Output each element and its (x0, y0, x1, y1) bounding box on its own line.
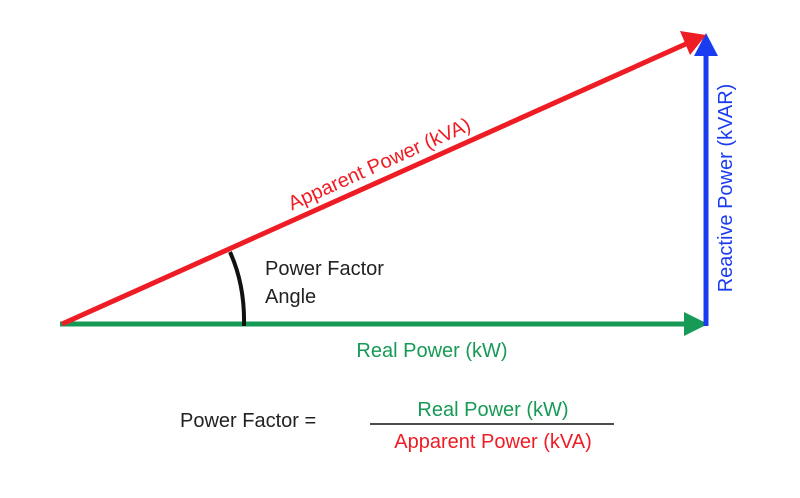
power-factor-angle-arc (228, 251, 247, 327)
apparent-power-arrowhead (680, 31, 706, 55)
reactive-power-label: Reactive Power (kVAR) (715, 84, 737, 293)
power-factor-angle-label-line2: Angle (265, 286, 316, 308)
reactive-power-arrowhead (694, 33, 718, 56)
apparent-power-vector (60, 40, 690, 327)
real-power-arrowhead (684, 312, 708, 336)
power-factor-angle-label-line1: Power Factor (265, 258, 384, 280)
apparent-power-label: Apparent Power (kVA) (285, 114, 474, 215)
formula-denominator: Apparent Power (kVA) (394, 431, 592, 453)
real-power-label: Real Power (kW) (356, 340, 507, 362)
formula-lhs: Power Factor = (180, 410, 316, 432)
formula-numerator: Real Power (kW) (417, 399, 568, 421)
